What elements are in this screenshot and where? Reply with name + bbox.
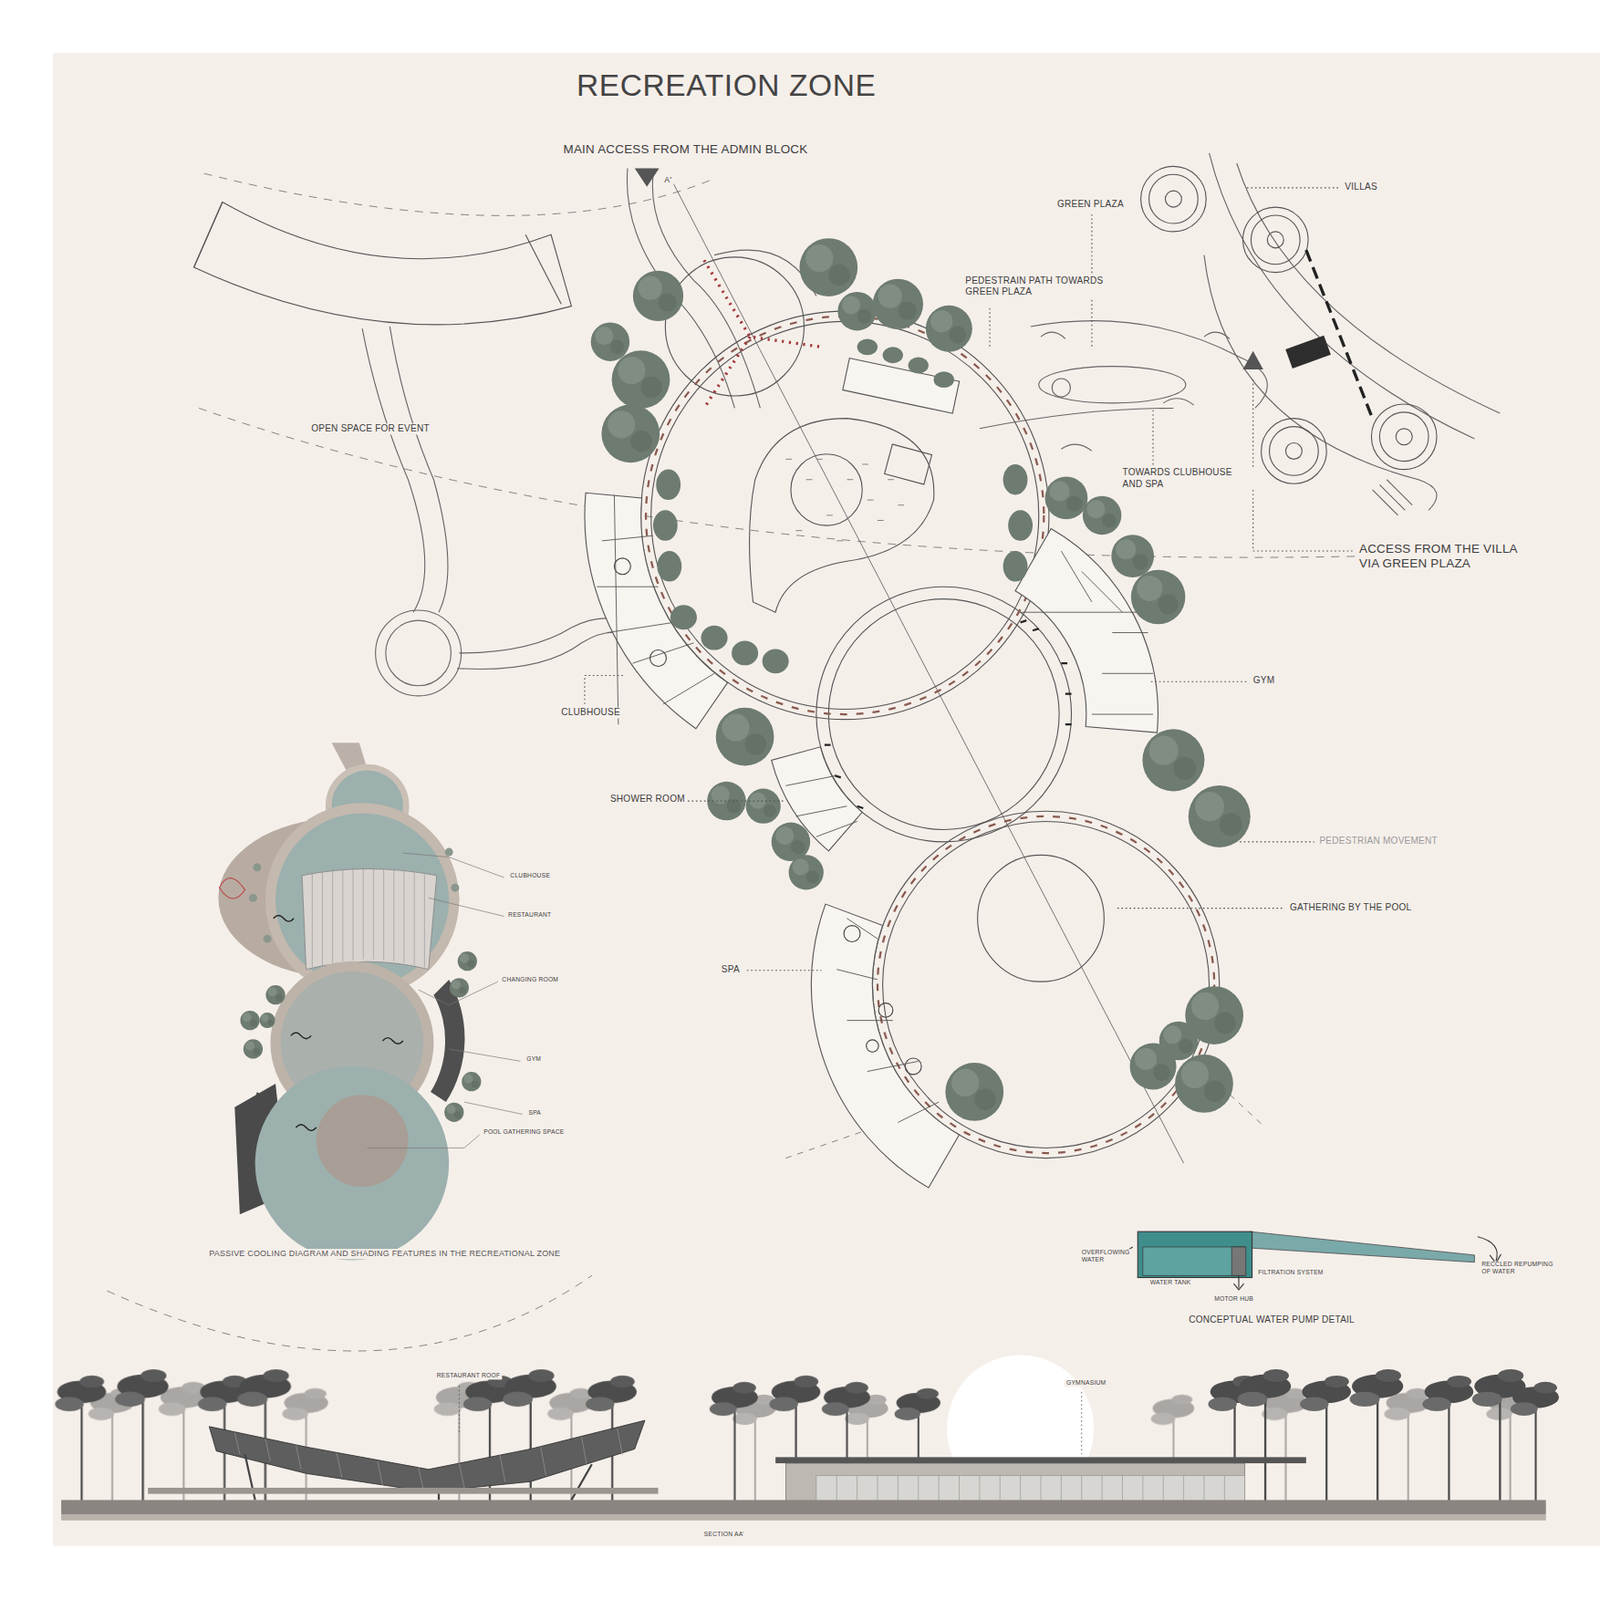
board-title: RECREATION ZONE [574,67,879,104]
figure-caption: PASSIVE COOLING DIAGRAM AND SHADING FEAT… [207,1248,562,1259]
diagram-label: CHANGING ROOM [499,976,561,985]
zone-label: SPA [719,964,743,976]
zone-label: GYM [1250,675,1277,687]
diagram-label: CLUBHOUSE [508,872,552,880]
section-label: RESTAURANT ROOF [435,1372,503,1381]
detail-label: MOTOR HUB [1212,1296,1256,1304]
zone-label: CLUBHOUSE [559,706,623,718]
detail-label: FILTRATION SYSTEM [1256,1269,1326,1278]
diagram-label: RESTAURANT [506,911,554,919]
detail-label: WATER TANK [1147,1279,1193,1288]
zone-label: PEDESTRIAN MOVEMENT [1317,835,1440,847]
zone-label: GREEN PLAZA [1055,198,1126,210]
zone-label: SHOWER ROOM [608,793,687,805]
path-label: PEDESTRAIN PATH TOWARDS GREEN PLAZA [963,275,1112,298]
path-label: TOWARDS CLUBHOUSE AND SPA [1120,467,1256,489]
zone-label: GATHERING BY THE POOL [1288,902,1414,914]
figure-caption: CONCEPTUAL WATER PUMP DETAIL [1186,1314,1357,1326]
diagram-label: SPA [526,1109,543,1117]
zone-label: OPEN SPACE FOR EVENT [309,423,432,435]
diagram-label: POOL GATHERING SPACE [481,1128,567,1136]
section-label: GYMNASIUM [1064,1379,1109,1387]
section-marker: A' [662,175,675,186]
detail-label: OVERFLOWING WATER [1080,1248,1138,1264]
detail-label: RECCLED REPUMPING OF WATER [1479,1261,1564,1277]
zone-label: VILLAS [1342,181,1380,193]
diagram-label: GYM [524,1056,543,1064]
section-label: SECTION AA' [702,1530,748,1538]
access-label: ACCESS FROM THE VILLA VIA GREEN PLAZA [1357,541,1540,572]
access-label: MAIN ACCESS FROM THE ADMIN BLOCK [561,141,810,156]
